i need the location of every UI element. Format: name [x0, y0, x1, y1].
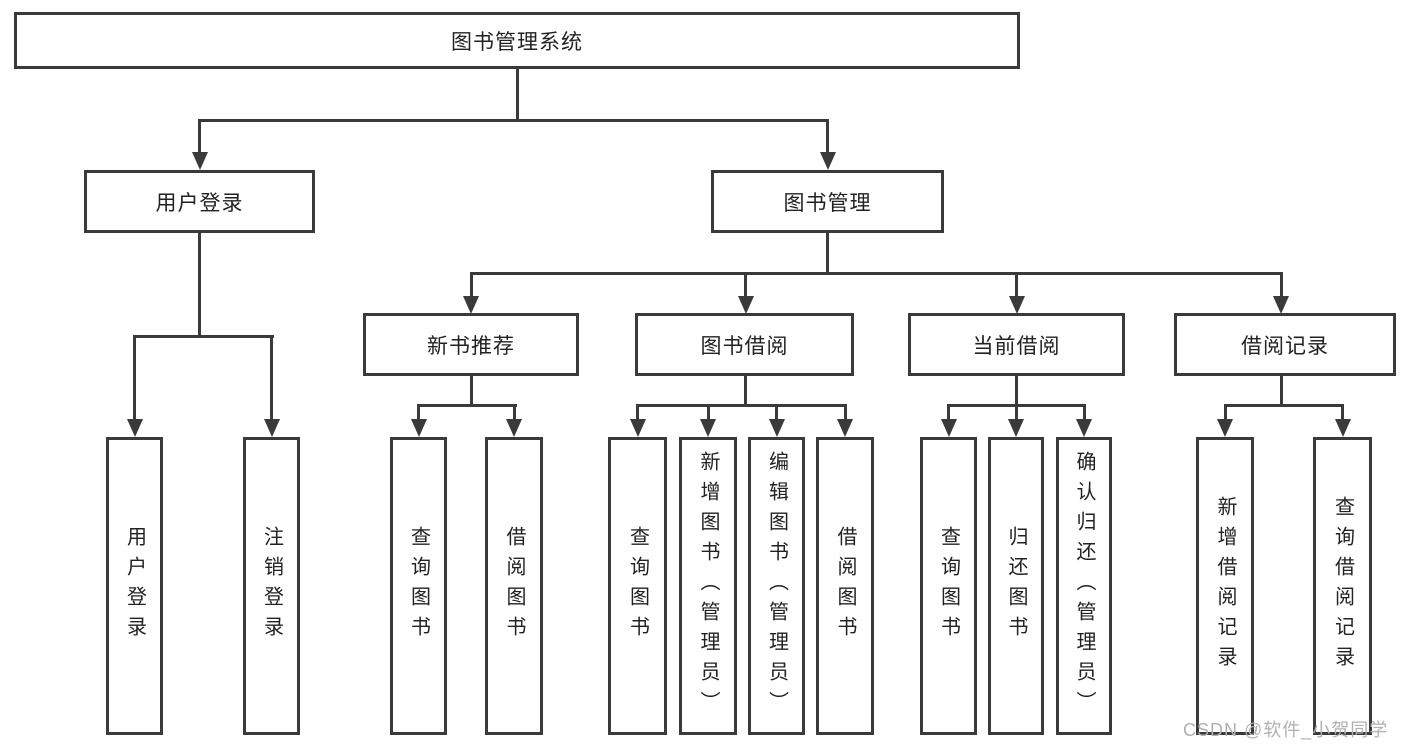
node-new-book-recommend-label: 新书推荐: [427, 334, 515, 358]
arrow-down-icon: [1008, 296, 1025, 314]
node-library-system: 图书管理系统: [14, 12, 1020, 69]
node-current-borrow: 当前借阅: [908, 313, 1125, 376]
leaf-borrow-books-2: 借阅图书: [816, 437, 874, 735]
arrow-down-icon: [1273, 296, 1289, 314]
leaf-borrow-books-2-label: 借阅图书: [834, 526, 856, 646]
connector-line: [775, 404, 778, 423]
connector-line: [744, 376, 747, 406]
connector-line: [1082, 404, 1086, 423]
arrow-down-icon: [506, 419, 522, 437]
connector-line: [1015, 376, 1018, 406]
leaf-query-books-3-label: 查询图书: [937, 526, 960, 646]
arrow-down-icon: [768, 419, 785, 437]
node-new-book-recommend: 新书推荐: [363, 313, 579, 376]
node-book-borrow-label: 图书借阅: [700, 334, 789, 358]
connector-line: [947, 404, 950, 423]
leaf-add-borrow-record-label: 新增借阅记录: [1214, 496, 1236, 676]
leaf-query-books-3: 查询图书: [920, 437, 977, 735]
connector-line: [1223, 404, 1227, 423]
watermark-text: CSDN @软件_小贺同学: [1183, 720, 1389, 740]
leaf-query-books-1-label: 查询图书: [407, 526, 430, 646]
leaf-borrow-books-1: 借阅图书: [485, 437, 543, 735]
leaf-query-books-1: 查询图书: [390, 437, 447, 735]
arrow-down-icon: [1008, 419, 1024, 437]
arrow-down-icon: [1076, 419, 1092, 437]
arrow-down-icon: [463, 296, 479, 314]
connector-line: [706, 404, 710, 423]
leaf-borrow-books-1-label: 借阅图书: [503, 526, 525, 646]
leaf-logout-label: 注销登录: [260, 526, 283, 646]
leaf-add-books-admin: 新增图书（管理员）: [679, 437, 737, 735]
leaf-add-borrow-record: 新增借阅记录: [1196, 437, 1254, 735]
leaf-user-login: 用户登录: [106, 437, 163, 735]
arrow-down-icon: [629, 419, 646, 437]
connector-line: [133, 335, 136, 423]
arrow-down-icon: [737, 296, 754, 314]
connector-line: [515, 69, 519, 122]
connector-line: [198, 233, 201, 336]
node-borrow-records: 借阅记录: [1174, 313, 1396, 376]
arrow-down-icon: [700, 419, 716, 437]
connector-line: [1279, 272, 1283, 300]
leaf-query-books-2: 查询图书: [608, 437, 667, 735]
leaf-confirm-return-admin: 确认归还（管理员）: [1056, 437, 1112, 735]
connector-line: [512, 404, 516, 423]
node-book-borrow: 图书借阅: [635, 313, 854, 376]
connector-line: [843, 404, 847, 423]
node-borrow-records-label: 借阅记录: [1241, 334, 1329, 358]
connector-line: [1341, 404, 1344, 423]
connector-line: [1223, 404, 1344, 407]
leaf-user-login-label: 用户登录: [123, 526, 146, 646]
node-user-login: 用户登录: [84, 170, 315, 233]
connector-line: [469, 272, 473, 300]
connector-line: [1279, 376, 1283, 406]
leaf-edit-books-admin: 编辑图书（管理员）: [748, 437, 805, 735]
connector-line: [744, 272, 747, 300]
connector-line: [826, 233, 829, 274]
connector-line: [417, 404, 517, 407]
arrow-down-icon: [819, 152, 836, 170]
connector-line: [417, 404, 420, 423]
node-book-management: 图书管理: [711, 170, 944, 233]
leaf-logout: 注销登录: [243, 437, 300, 735]
arrow-down-icon: [1217, 419, 1233, 437]
node-book-management-label: 图书管理: [783, 191, 872, 215]
arrow-down-icon: [940, 419, 957, 437]
arrow-down-icon: [191, 152, 208, 170]
connector-line: [133, 335, 274, 338]
connector-line: [636, 404, 847, 407]
leaf-query-borrow-record: 查询借阅记录: [1313, 437, 1372, 735]
node-user-login-label: 用户登录: [155, 191, 244, 215]
connector-line: [469, 272, 1283, 275]
connector-line: [198, 119, 201, 156]
connector-line: [1015, 272, 1018, 300]
connector-line: [198, 119, 829, 122]
connector-line: [636, 404, 639, 423]
connector-line: [270, 335, 273, 423]
leaf-return-books-label: 归还图书: [1005, 526, 1027, 646]
connector-line: [1014, 404, 1018, 423]
node-library-system-label: 图书管理系统: [451, 30, 583, 54]
leaf-edit-books-admin-label: 编辑图书（管理员）: [765, 451, 788, 721]
arrow-down-icon: [126, 419, 143, 437]
arrow-down-icon: [410, 419, 427, 437]
leaf-query-books-2-label: 查询图书: [626, 526, 649, 646]
leaf-add-books-admin-label: 新增图书（管理员）: [697, 451, 719, 721]
node-current-borrow-label: 当前借阅: [972, 334, 1061, 358]
leaf-confirm-return-admin-label: 确认归还（管理员）: [1073, 451, 1095, 721]
connector-line: [826, 119, 829, 156]
arrow-down-icon: [263, 419, 280, 437]
leaf-return-books: 归还图书: [988, 437, 1044, 735]
connector-line: [469, 376, 473, 406]
leaf-query-borrow-record-label: 查询借阅记录: [1331, 496, 1354, 676]
arrow-down-icon: [837, 419, 853, 437]
arrow-down-icon: [1334, 419, 1351, 437]
